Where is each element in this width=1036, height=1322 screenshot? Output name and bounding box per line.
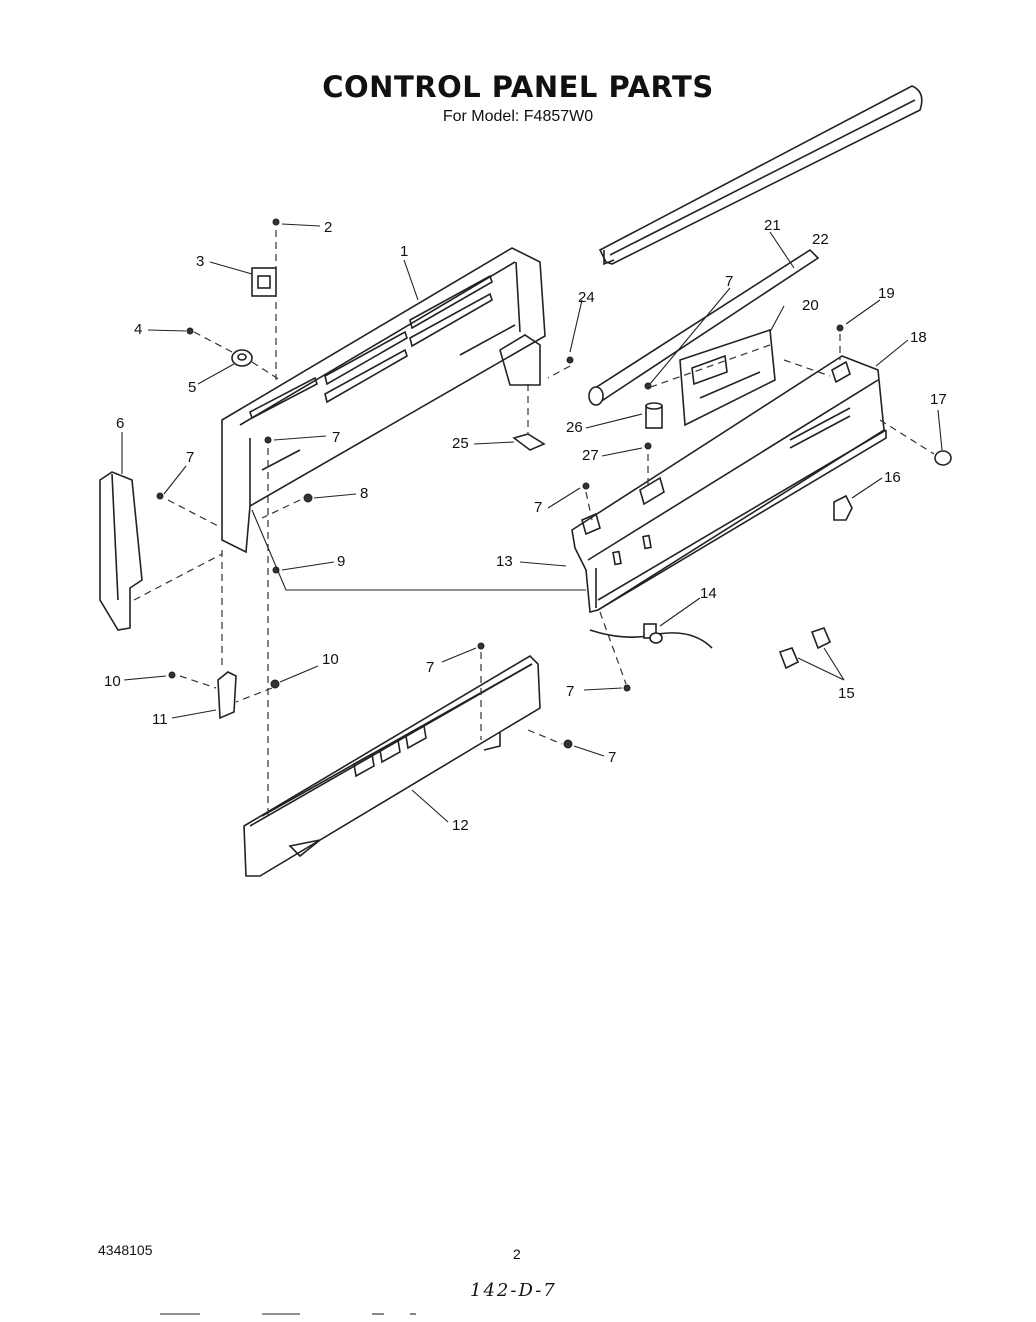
part-25-bracket	[512, 433, 546, 451]
model-subtitle: For Model: F4857W0	[442, 108, 594, 125]
callout-25: 25	[452, 435, 469, 452]
callout-8: 8	[360, 485, 368, 502]
callout-3: 3	[196, 253, 204, 270]
part-12-lower-panel	[243, 654, 541, 877]
part-16-clip	[833, 494, 853, 521]
part-15-knobs	[778, 627, 832, 670]
callout-11: 11	[152, 711, 168, 728]
callout-7-endcap: 7	[186, 449, 194, 466]
part-17-plug	[934, 450, 952, 466]
part-26-cylinder	[645, 402, 663, 429]
callout-4: 4	[134, 321, 142, 338]
part-21-rod	[588, 248, 820, 406]
document-number: 4348105	[98, 1242, 153, 1258]
callout-7-console-bottom: 7	[566, 683, 574, 700]
part-20-control-board	[679, 328, 776, 427]
callout-27: 27	[582, 447, 599, 464]
callout-numbers: 1 2 3 4 5 6 7 7 7 7 7 7 7 7 8 9 10 10 11…	[104, 217, 947, 834]
connector-line	[251, 509, 586, 591]
callout-7-panel: 7	[332, 429, 340, 446]
callout-16: 16	[884, 469, 901, 486]
callout-9: 9	[337, 553, 345, 570]
callout-12: 12	[452, 817, 469, 834]
callout-1: 1	[400, 243, 408, 260]
callout-21: 21	[764, 217, 781, 234]
callout-6: 6	[116, 415, 124, 432]
part-5-grommet	[231, 349, 253, 367]
callout-7-lower-top: 7	[426, 659, 434, 676]
part-22-top-trim	[598, 85, 923, 266]
callout-7-lower-right: 7	[608, 749, 616, 766]
page-title: CONTROL PANEL PARTS	[322, 70, 714, 104]
part-18-console-panel	[571, 355, 887, 614]
callout-20: 20	[802, 297, 819, 314]
part-6-end-cap	[99, 471, 143, 631]
callout-19: 19	[878, 285, 895, 302]
fasteners	[156, 218, 844, 749]
callout-18: 18	[910, 329, 927, 346]
callout-2: 2	[324, 219, 332, 236]
callout-15: 15	[838, 685, 855, 702]
callout-17: 17	[930, 391, 947, 408]
leader-lines	[121, 223, 943, 823]
callout-14: 14	[700, 585, 717, 602]
page-number: 2	[513, 1246, 521, 1262]
assembly-lines	[133, 230, 935, 820]
callout-7-rod: 7	[725, 273, 733, 290]
callout-22: 22	[812, 231, 829, 248]
part-11-bracket	[217, 671, 237, 720]
callout-26: 26	[566, 419, 583, 436]
part-1-back-panel	[221, 247, 546, 554]
callout-7-console-left: 7	[534, 499, 542, 516]
callout-10-right: 10	[322, 651, 339, 668]
callout-24: 24	[578, 289, 595, 306]
callout-13: 13	[496, 553, 513, 570]
handwritten-note: 142-D-7	[470, 1280, 557, 1301]
part-3-bracket	[251, 267, 277, 297]
callout-5: 5	[188, 379, 196, 396]
callout-10-left: 10	[104, 673, 121, 690]
